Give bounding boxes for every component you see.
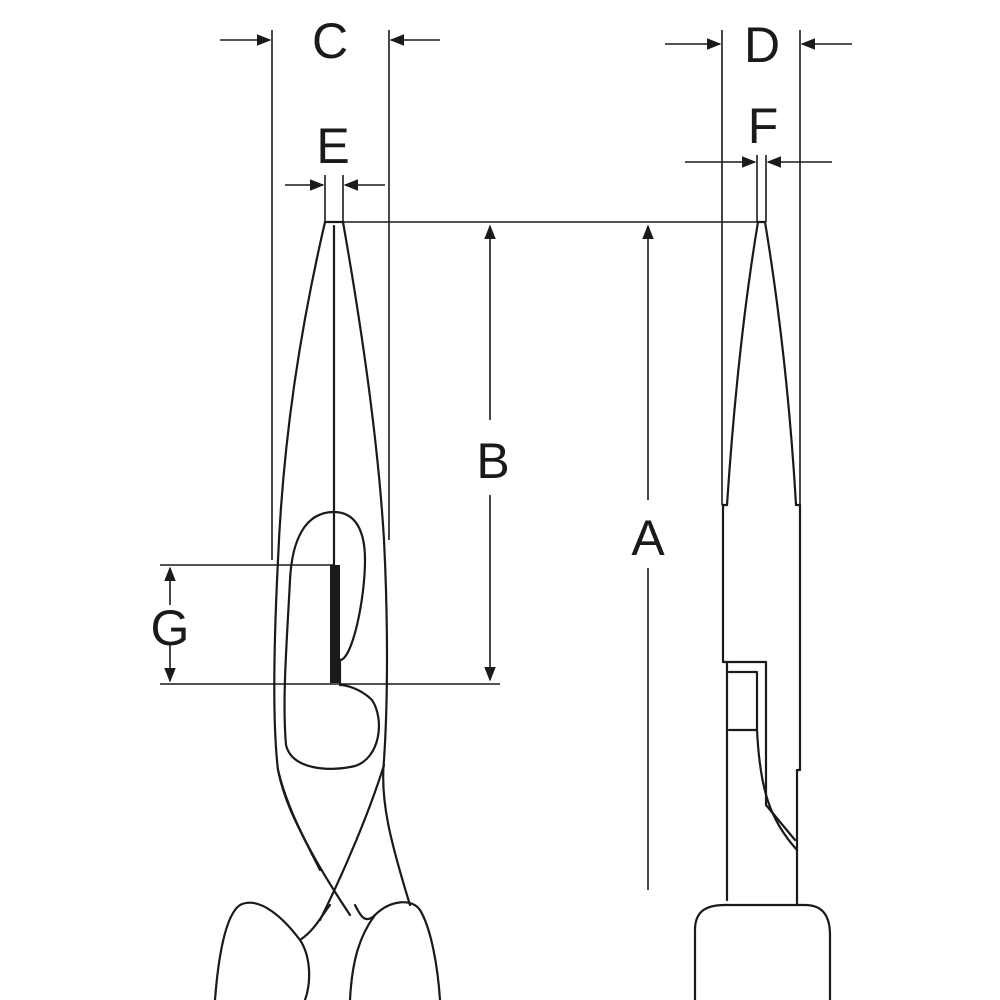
side-joint-diagonal — [755, 728, 799, 852]
pliers-side-view — [693, 220, 832, 1000]
side-joint-inner — [727, 670, 759, 732]
dim-g-label: G — [151, 600, 190, 656]
front-handle-grip-right — [348, 901, 442, 1000]
dim-e-label: E — [316, 118, 349, 174]
dimension-annotations: C E D F B A G — [151, 13, 852, 890]
front-handle-cross-a — [276, 768, 352, 917]
front-jaw-right-edge — [341, 220, 412, 907]
front-handle-shank-left — [298, 903, 332, 942]
side-joint-block — [725, 660, 797, 842]
side-body-right — [794, 503, 802, 907]
front-handle-grip-left — [213, 901, 311, 1000]
front-joint-loop — [283, 510, 380, 770]
pliers-front-view — [213, 220, 442, 1000]
front-handle-cross-b — [318, 763, 386, 922]
front-jaw-left-edge — [273, 220, 327, 872]
cutting-edge — [330, 565, 340, 683]
side-jaw-right-edge — [763, 220, 798, 507]
side-handle-grip — [693, 903, 832, 1000]
dim-c-label: C — [312, 13, 348, 69]
dim-b-label: B — [476, 433, 509, 489]
side-body-left — [721, 503, 729, 902]
dim-d-label: D — [744, 17, 780, 73]
dim-a-label: A — [631, 510, 665, 566]
side-jaw-left-edge — [725, 220, 760, 507]
front-handle-shank-right — [353, 903, 377, 921]
dim-f-label: F — [748, 98, 779, 154]
